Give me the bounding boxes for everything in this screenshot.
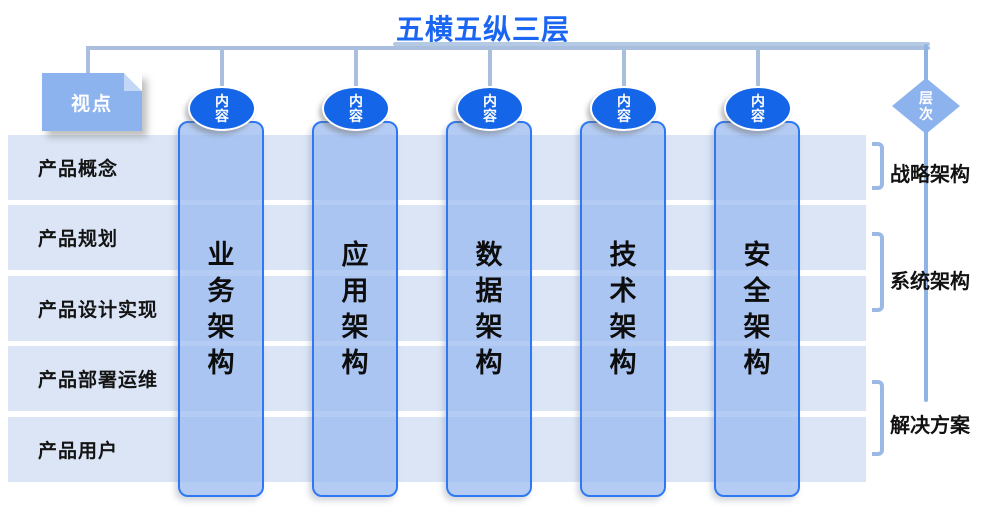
connector-drop-technology xyxy=(622,46,626,88)
content-badge: 内容 xyxy=(456,86,524,131)
column-title: 安全架构 xyxy=(743,240,771,378)
folded-corner xyxy=(124,73,142,91)
connector-drop-viewpoint xyxy=(86,46,90,76)
layer-label-solution: 解决方案 xyxy=(890,415,970,437)
badge-label: 内容 xyxy=(215,92,229,124)
badge-label: 内容 xyxy=(751,92,765,124)
bracket-solution xyxy=(872,380,884,456)
column-title: 数据架构 xyxy=(475,240,503,378)
bracket-strategic xyxy=(872,142,884,190)
row-label: 产品部署运维 xyxy=(38,370,159,391)
content-badge: 内容 xyxy=(188,86,256,131)
badge-label: 内容 xyxy=(349,92,363,124)
row-label: 产品用户 xyxy=(38,441,119,462)
content-badge: 内容 xyxy=(322,86,390,131)
column-data-architecture: 数据架构 xyxy=(446,121,532,497)
badge-label: 内容 xyxy=(483,92,497,124)
layer-label-strategic: 战略架构 xyxy=(890,164,970,186)
hierarchy-label: 层次 xyxy=(919,90,933,122)
content-badge: 内容 xyxy=(724,86,792,131)
viewpoint-tag: 视点 xyxy=(42,73,142,131)
connector-drop-security xyxy=(756,46,760,88)
connector-drop-business xyxy=(220,46,224,88)
content-badge: 内容 xyxy=(590,86,658,131)
column-title: 业务架构 xyxy=(207,240,235,378)
row-label: 产品概念 xyxy=(38,159,119,180)
badge-label: 内容 xyxy=(617,92,631,124)
column-title: 应用架构 xyxy=(341,240,369,378)
column-technology-architecture: 技术架构 xyxy=(580,121,666,497)
bracket-system xyxy=(872,232,884,312)
connector-drop-data xyxy=(488,46,492,88)
connector-drop-application xyxy=(354,46,358,88)
column-business-architecture: 业务架构 xyxy=(178,121,264,497)
column-title: 技术架构 xyxy=(609,240,637,378)
hierarchy-axis-line xyxy=(924,44,928,402)
diagram-title: 五横五纵三层 xyxy=(395,14,570,45)
top-bracket-line xyxy=(86,46,930,50)
row-label: 产品规划 xyxy=(38,229,119,250)
column-application-architecture: 应用架构 xyxy=(312,121,398,497)
layer-label-system: 系统架构 xyxy=(890,271,970,293)
column-security-architecture: 安全架构 xyxy=(714,121,800,497)
hierarchy-diamond: 层次 xyxy=(892,78,960,134)
top-bracket-line-upper xyxy=(393,42,930,46)
viewpoint-label: 视点 xyxy=(70,93,113,115)
row-label: 产品设计实现 xyxy=(38,300,159,321)
